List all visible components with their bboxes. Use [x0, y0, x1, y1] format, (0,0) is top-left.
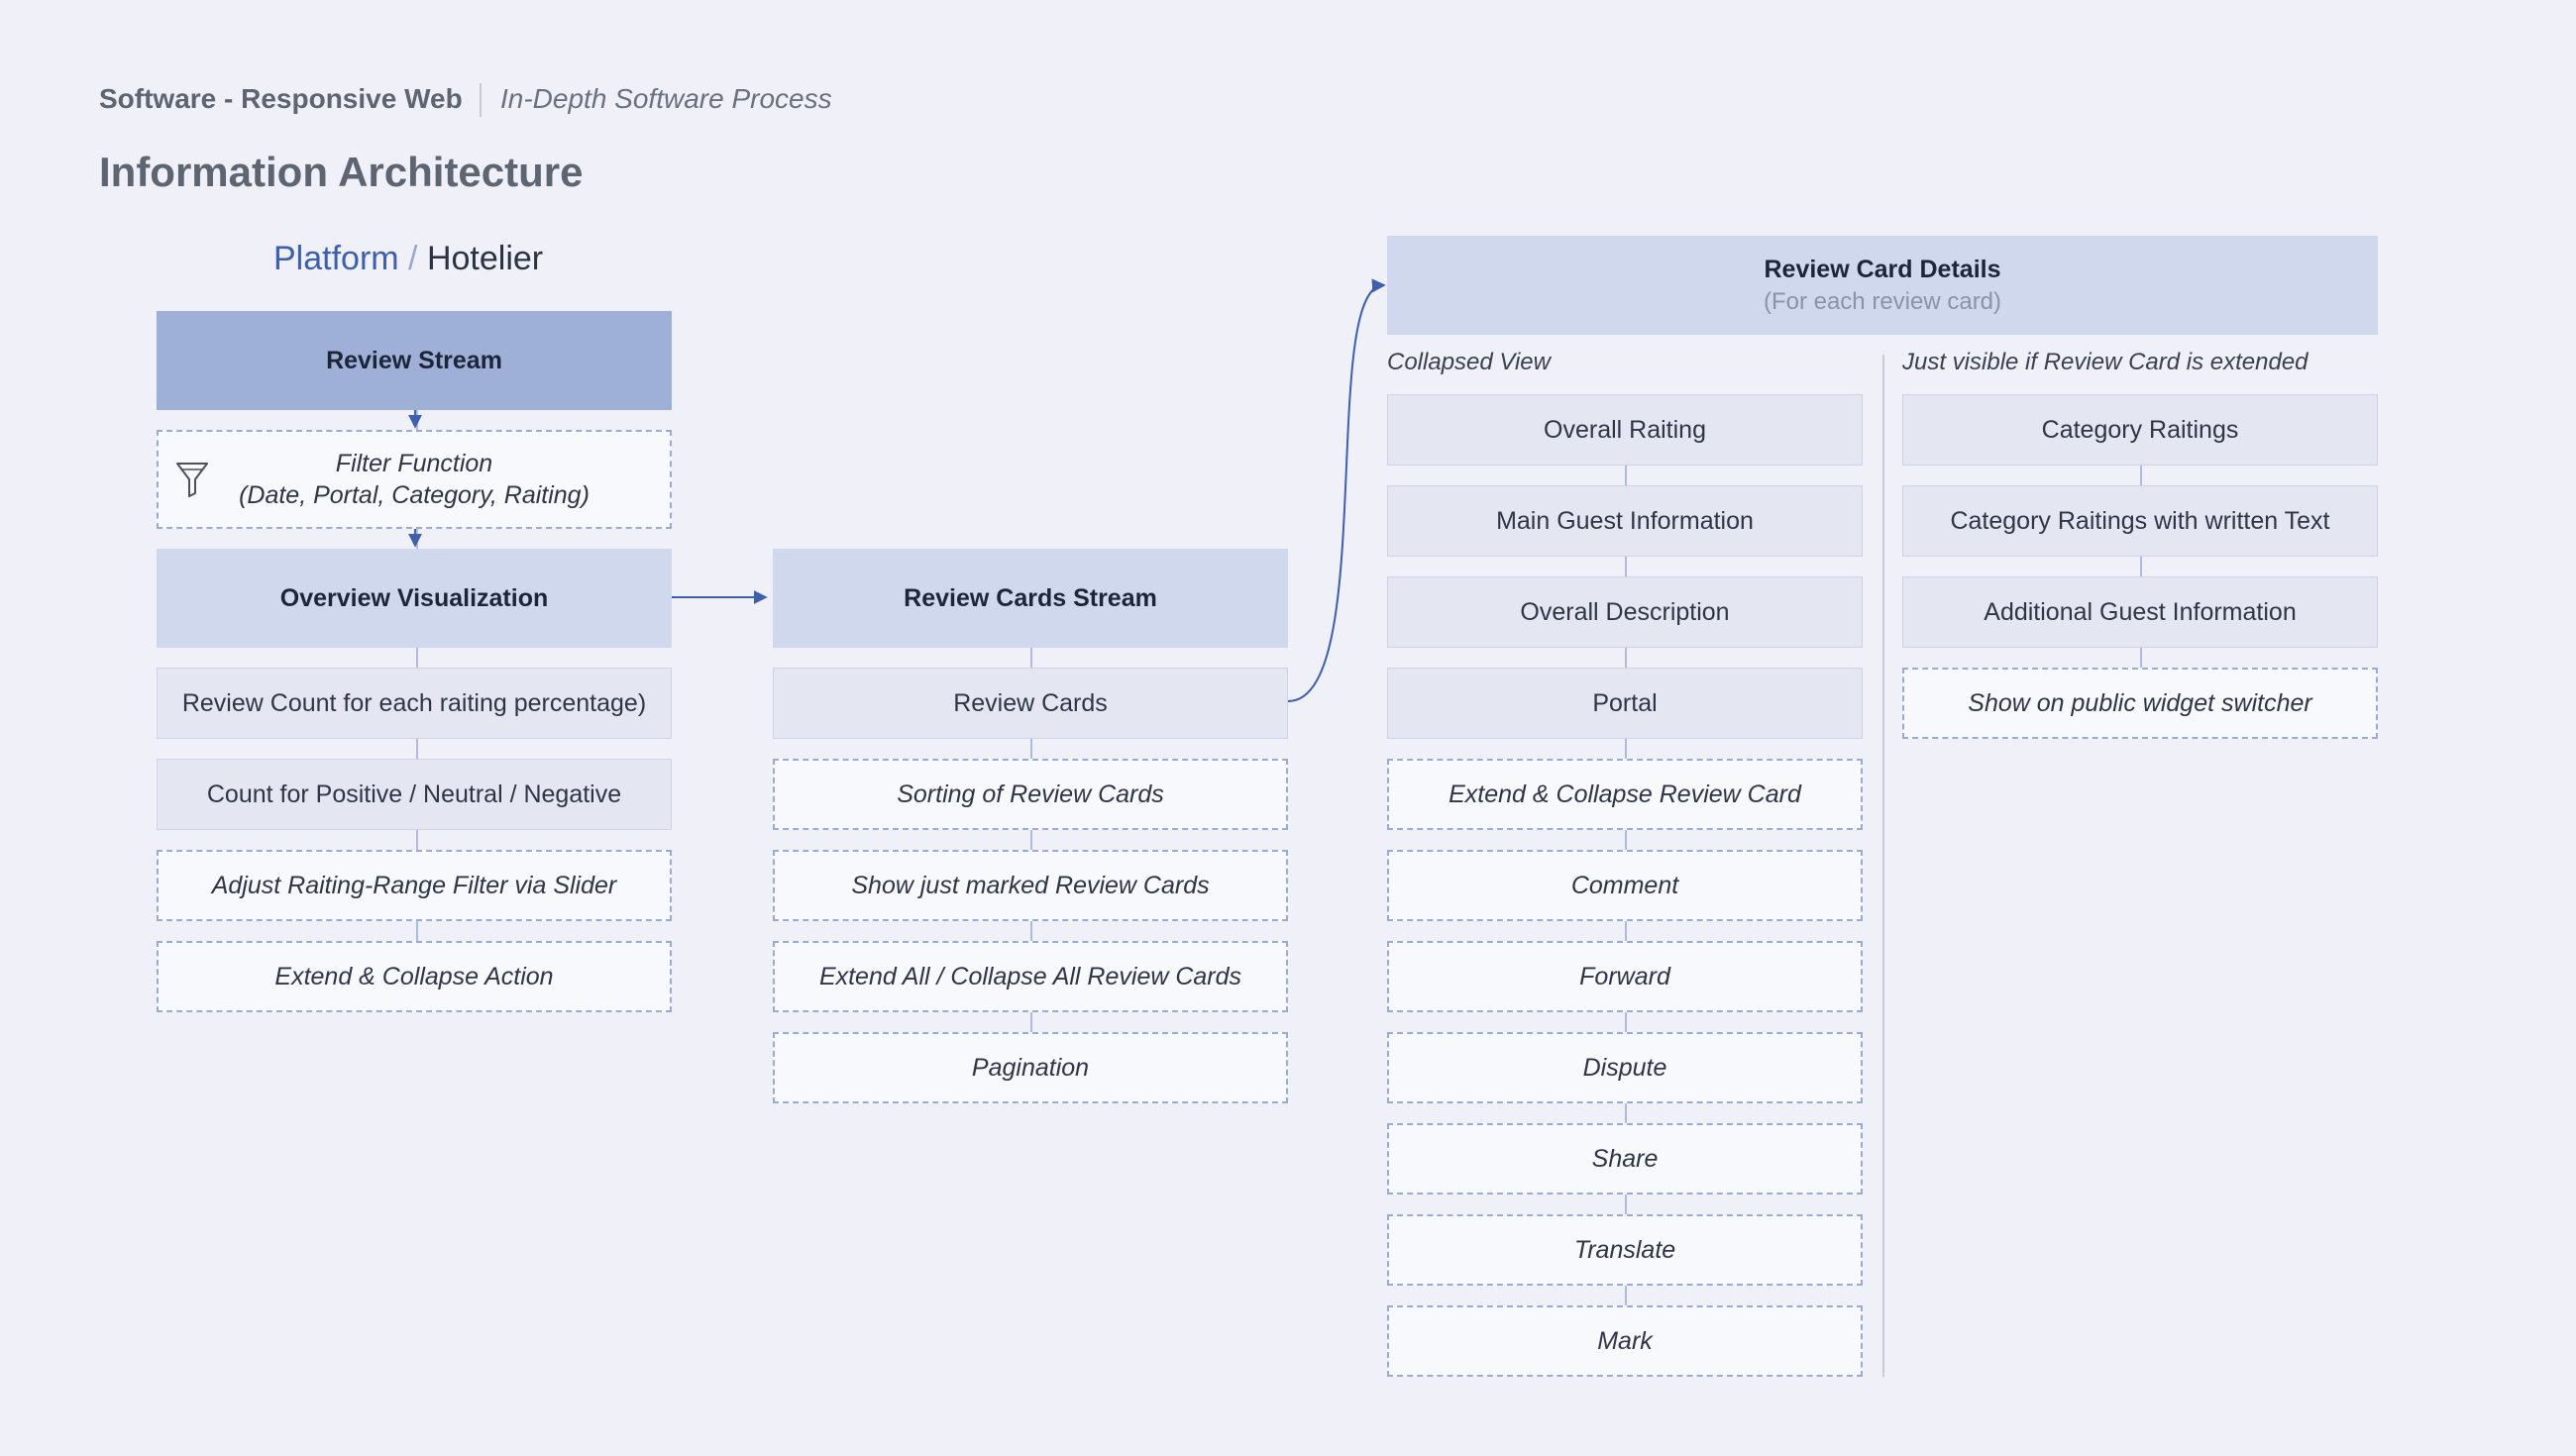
connector	[1625, 1103, 1627, 1123]
list-item[interactable]: Category Raitings with written Text	[1902, 485, 2378, 557]
overview-visualization-box[interactable]: Overview Visualization	[157, 549, 672, 648]
connector	[2140, 648, 2142, 668]
review-card-details-title: Review Card Details	[1764, 256, 2001, 284]
connector	[416, 830, 418, 850]
filter-function-detail: (Date, Portal, Category, Raiting)	[239, 481, 590, 509]
review-cards-stream-box[interactable]: Review Cards Stream	[773, 549, 1288, 648]
connector	[1625, 557, 1627, 576]
arrow-cards-to-details	[1287, 278, 1386, 702]
list-item-label: Portal	[1592, 688, 1658, 717]
overview-visualization-label: Overview Visualization	[279, 583, 549, 612]
list-item-label: Category Raitings with written Text	[1950, 506, 2330, 535]
list-item[interactable]: Additional Guest Information	[1902, 576, 2378, 648]
review-cards-stream-label: Review Cards Stream	[904, 583, 1157, 612]
app-subtitle: In-Depth Software Process	[500, 83, 832, 114]
feature-item-label: Forward	[1579, 962, 1670, 990]
breadcrumb-platform[interactable]: Platform	[273, 240, 399, 277]
feature-item-label: Extend & Collapse Action	[274, 962, 554, 990]
feature-item-label: Comment	[1570, 871, 1679, 899]
list-item-label: Overall Description	[1520, 597, 1730, 626]
feature-item-label: Share	[1591, 1144, 1659, 1173]
filter-function-label: Filter Function	[335, 449, 493, 477]
list-item[interactable]: Category Raitings	[1902, 394, 2378, 466]
app-title: Software - Responsive Web	[99, 83, 463, 114]
feature-item[interactable]: Extend All / Collapse All Review Cards	[773, 941, 1288, 1012]
connector	[1625, 1012, 1627, 1032]
feature-item[interactable]: Dispute	[1387, 1032, 1863, 1103]
feature-item-label: Pagination	[971, 1053, 1090, 1082]
review-stream-box[interactable]: Review Stream	[157, 311, 672, 410]
header-separator	[480, 83, 482, 117]
feature-item-label: Extend All / Collapse All Review Cards	[818, 962, 1242, 990]
list-item-label: Count for Positive / Neutral / Negative	[206, 780, 622, 808]
filter-function-box[interactable]: Filter Function (Date, Portal, Category,…	[157, 430, 672, 529]
connector	[1625, 1286, 1627, 1305]
feature-item[interactable]: Sorting of Review Cards	[773, 759, 1288, 830]
feature-item-label: Adjust Raiting-Range Filter via Slider	[211, 871, 617, 899]
breadcrumb: Platform / Hotelier	[273, 240, 543, 278]
connector	[1625, 739, 1627, 759]
list-item[interactable]: Review Cards	[773, 668, 1288, 739]
connector	[416, 648, 418, 668]
list-item-label: Category Raitings	[2041, 415, 2239, 444]
list-item[interactable]: Count for Positive / Neutral / Negative	[157, 759, 672, 830]
feature-item[interactable]: Forward	[1387, 941, 1863, 1012]
list-item[interactable]: Overall Raiting	[1387, 394, 1863, 466]
funnel-icon	[176, 463, 208, 497]
list-item-label: Review Cards	[953, 688, 1108, 717]
feature-item[interactable]: Extend & Collapse Review Card	[1387, 759, 1863, 830]
review-card-details-subtitle: (For each review card)	[1763, 287, 2002, 315]
list-item-label: Overall Raiting	[1544, 415, 1706, 444]
connector	[1625, 648, 1627, 668]
page-title: Information Architecture	[99, 149, 584, 195]
list-item-label: Main Guest Information	[1496, 506, 1754, 535]
extended-view-label: Just visible if Review Card is extended	[1902, 349, 2308, 375]
feature-item-label: Sorting of Review Cards	[897, 780, 1164, 808]
connector	[1625, 921, 1627, 941]
connector	[416, 921, 418, 941]
feature-item[interactable]: Show just marked Review Cards	[773, 850, 1288, 921]
connector	[1625, 466, 1627, 485]
list-item[interactable]: Portal	[1387, 668, 1863, 739]
list-item-label: Review Count for each raiting percentage…	[181, 688, 647, 717]
collapsed-view-label: Collapsed View	[1387, 349, 1551, 375]
feature-item[interactable]: Extend & Collapse Action	[157, 941, 672, 1012]
connector	[416, 739, 418, 759]
feature-item[interactable]: Share	[1387, 1123, 1863, 1195]
breadcrumb-separator: /	[408, 240, 418, 277]
connector	[2140, 466, 2142, 485]
feature-item[interactable]: Show on public widget switcher	[1902, 668, 2378, 739]
feature-item[interactable]: Comment	[1387, 850, 1863, 921]
feature-item[interactable]: Translate	[1387, 1214, 1863, 1286]
list-item[interactable]: Overall Description	[1387, 576, 1863, 648]
feature-item-label: Extend & Collapse Review Card	[1449, 780, 1801, 808]
review-card-details-box[interactable]: Review Card Details (For each review car…	[1387, 236, 2378, 335]
column-divider	[1882, 355, 1884, 1377]
feature-item[interactable]: Adjust Raiting-Range Filter via Slider	[157, 850, 672, 921]
connector	[1030, 648, 1032, 668]
list-item[interactable]: Review Count for each raiting percentage…	[157, 668, 672, 739]
connector	[2140, 557, 2142, 576]
feature-item-label: Show just marked Review Cards	[851, 871, 1210, 899]
feature-item-label: Translate	[1573, 1235, 1676, 1264]
feature-item-label: Show on public widget switcher	[1968, 688, 2312, 717]
connector	[1030, 921, 1032, 941]
connector	[1030, 1012, 1032, 1032]
connector	[1625, 1195, 1627, 1214]
feature-item[interactable]: Mark	[1387, 1305, 1863, 1377]
feature-item[interactable]: Pagination	[773, 1032, 1288, 1103]
connector	[1030, 830, 1032, 850]
breadcrumb-hotelier: Hotelier	[426, 240, 544, 277]
connector	[1030, 739, 1032, 759]
connector	[1625, 830, 1627, 850]
review-stream-label: Review Stream	[326, 346, 502, 374]
list-item-label: Additional Guest Information	[1984, 597, 2297, 626]
feature-item-label: Dispute	[1582, 1053, 1667, 1082]
feature-item-label: Mark	[1597, 1326, 1653, 1355]
list-item[interactable]: Main Guest Information	[1387, 485, 1863, 557]
